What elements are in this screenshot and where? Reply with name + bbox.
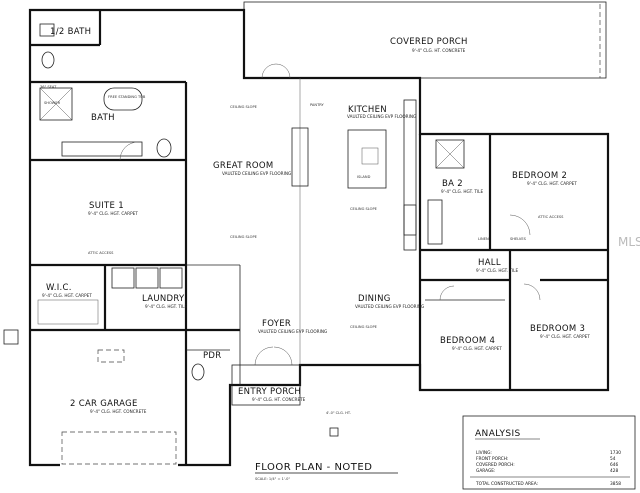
label-half-bath: 1/2 BATH: [50, 27, 91, 37]
drawing-title: FLOOR PLAN - NOTED: [255, 462, 372, 473]
label-suite-1: SUITE 1: [89, 201, 124, 211]
sub-foyer: VAULTED CEILING EVP FLOORING: [258, 329, 327, 334]
porch-column: [329, 427, 339, 437]
washer: [111, 267, 135, 289]
sub-hall: 9'-4" CLG. HGT. TILE: [476, 268, 519, 273]
entry-porch-outline: [231, 364, 301, 406]
analysis-row-label: GARAGE:: [476, 468, 495, 474]
note-shower: SHOWER: [44, 101, 61, 105]
label-ba-2: BA 2: [442, 179, 463, 189]
garage-attic-access: [97, 349, 125, 363]
door-swing-entry-right: [273, 346, 293, 366]
note-ceiling-height: 4'-0" CLG. HT.: [326, 411, 351, 415]
sub-garage: 9'-4" CLG. HGT. CONCRETE: [90, 409, 147, 414]
label-hall: HALL: [478, 258, 501, 268]
label-wic: W.I.C.: [46, 283, 72, 293]
label-dining: DINING: [358, 294, 391, 304]
door-swing-bath: [119, 141, 139, 161]
label-bedroom-4: BEDROOM 4: [440, 336, 495, 346]
analysis-title: ANALYSIS: [475, 429, 521, 439]
electric-panel: [3, 329, 19, 345]
free-standing-tub: [103, 87, 143, 111]
note-attic-access-2: ATTIC ACCESS: [538, 215, 564, 219]
kitchen-island: [347, 129, 387, 189]
door-swing-bedroom3: [523, 283, 541, 301]
label-covered-porch: COVERED PORCH: [390, 37, 468, 47]
note-bench: 36" SEAT: [40, 85, 57, 89]
sub-bedroom-4: 9'-4" CLG. HGT. CARPET: [452, 346, 502, 351]
sub-dining: VAULTED CEILING EVP FLOORING: [355, 304, 424, 309]
sub-great-room: VAULTED CEILING EVP FLOORING: [222, 171, 291, 176]
door-swing-bedroom4: [439, 285, 455, 301]
label-foyer: FOYER: [262, 319, 291, 329]
label-bedroom-3: BEDROOM 3: [530, 324, 585, 334]
note-ceiling-slope-3: CEILING SLOPE: [350, 207, 378, 211]
label-laundry: LAUNDRY: [142, 294, 185, 304]
label-kitchen: KITCHEN: [348, 105, 387, 115]
analysis-row-value: 1730: [610, 450, 621, 456]
label-bath: BATH: [91, 113, 115, 123]
note-tub: FREE STANDING TUB: [108, 95, 146, 99]
sub-ba-2: 9'-4" CLG. HGT. TILE: [441, 189, 484, 194]
dryer: [135, 267, 159, 289]
door-swing-bedroom2: [509, 214, 531, 236]
door-swing-porch-2: [261, 63, 277, 79]
toilet-half-bath: [41, 51, 55, 69]
ba2-shower-x2: [435, 139, 465, 169]
toilet-main-bath: [156, 138, 172, 158]
analysis-total-value: 3858: [610, 481, 621, 487]
toilet-pdr: [191, 363, 205, 381]
watermark: MLS: [618, 235, 640, 249]
analysis-box: [462, 415, 636, 490]
kitchen-counter: [403, 99, 417, 251]
wic-shelves: [37, 299, 99, 325]
analysis-row-label: FRONT PORCH:: [476, 456, 508, 462]
drawing-scale: SCALE: 1/4" = 1'-0": [255, 477, 290, 481]
sub-wic: 9'-4" CLG. HGT. CARPET: [42, 293, 92, 298]
note-island: ISLAND: [357, 175, 371, 179]
note-pantry: PANTRY: [310, 103, 325, 107]
sub-laundry: 9'-4" CLG. HGT. TILE: [145, 304, 188, 309]
note-shelves: SHELVES: [510, 237, 527, 241]
analysis-total-label: TOTAL CONSTRUCTED AREA:: [475, 481, 538, 487]
ba2-vanity: [427, 199, 443, 245]
door-swing-entry-left: [254, 346, 274, 366]
sub-bedroom-3: 9'-4" CLG. HGT. CARPET: [540, 334, 590, 339]
analysis-row-label: COVERED PORCH:: [476, 462, 515, 468]
analysis-row-value: 54: [610, 456, 616, 462]
door-swing-porch: [275, 63, 291, 79]
label-pdr: PDR: [203, 351, 221, 361]
note-ceiling-slope-4: CEILING SLOPE: [350, 325, 378, 329]
shower-stall: [39, 87, 73, 121]
island-sink: [361, 147, 379, 165]
note-attic-access: ATTIC ACCESS: [88, 251, 114, 255]
sub-bedroom-2: 9'-4" CLG. HGT. CARPET: [527, 181, 577, 186]
label-bedroom-2: BEDROOM 2: [512, 171, 567, 181]
note-ceiling-slope-1: CEILING SLOPE: [230, 105, 258, 109]
analysis-row-label: LIVING:: [476, 450, 492, 456]
kitchen-peninsula: [291, 127, 309, 187]
note-linen: LINEN: [478, 237, 489, 241]
shower-x2: [39, 87, 73, 121]
sub-suite-1: 9'-4" CLG. HGT. CARPET: [88, 211, 138, 216]
analysis-row-value: 428: [610, 468, 618, 474]
laundry-sink: [159, 267, 183, 289]
label-great-room: GREAT ROOM: [213, 161, 274, 171]
sub-entry-porch: 9'-4" CLG. HT. CONCRETE: [252, 397, 306, 402]
ba2-shower: [435, 139, 465, 169]
analysis-row-value: 646: [610, 462, 618, 468]
sub-covered-porch: 9'-4" CLG. HT. CONCRETE: [412, 48, 466, 53]
garage-door-outline: [61, 431, 177, 465]
range: [403, 204, 417, 236]
sub-kitchen: VAULTED CEILING EVP FLOORING: [347, 114, 416, 119]
note-ceiling-slope-2: CEILING SLOPE: [230, 235, 258, 239]
label-entry-porch: ENTRY PORCH: [238, 387, 301, 397]
bath-vanity: [61, 141, 143, 157]
label-garage: 2 CAR GARAGE: [70, 399, 138, 409]
vanity-half-bath: [39, 23, 55, 37]
